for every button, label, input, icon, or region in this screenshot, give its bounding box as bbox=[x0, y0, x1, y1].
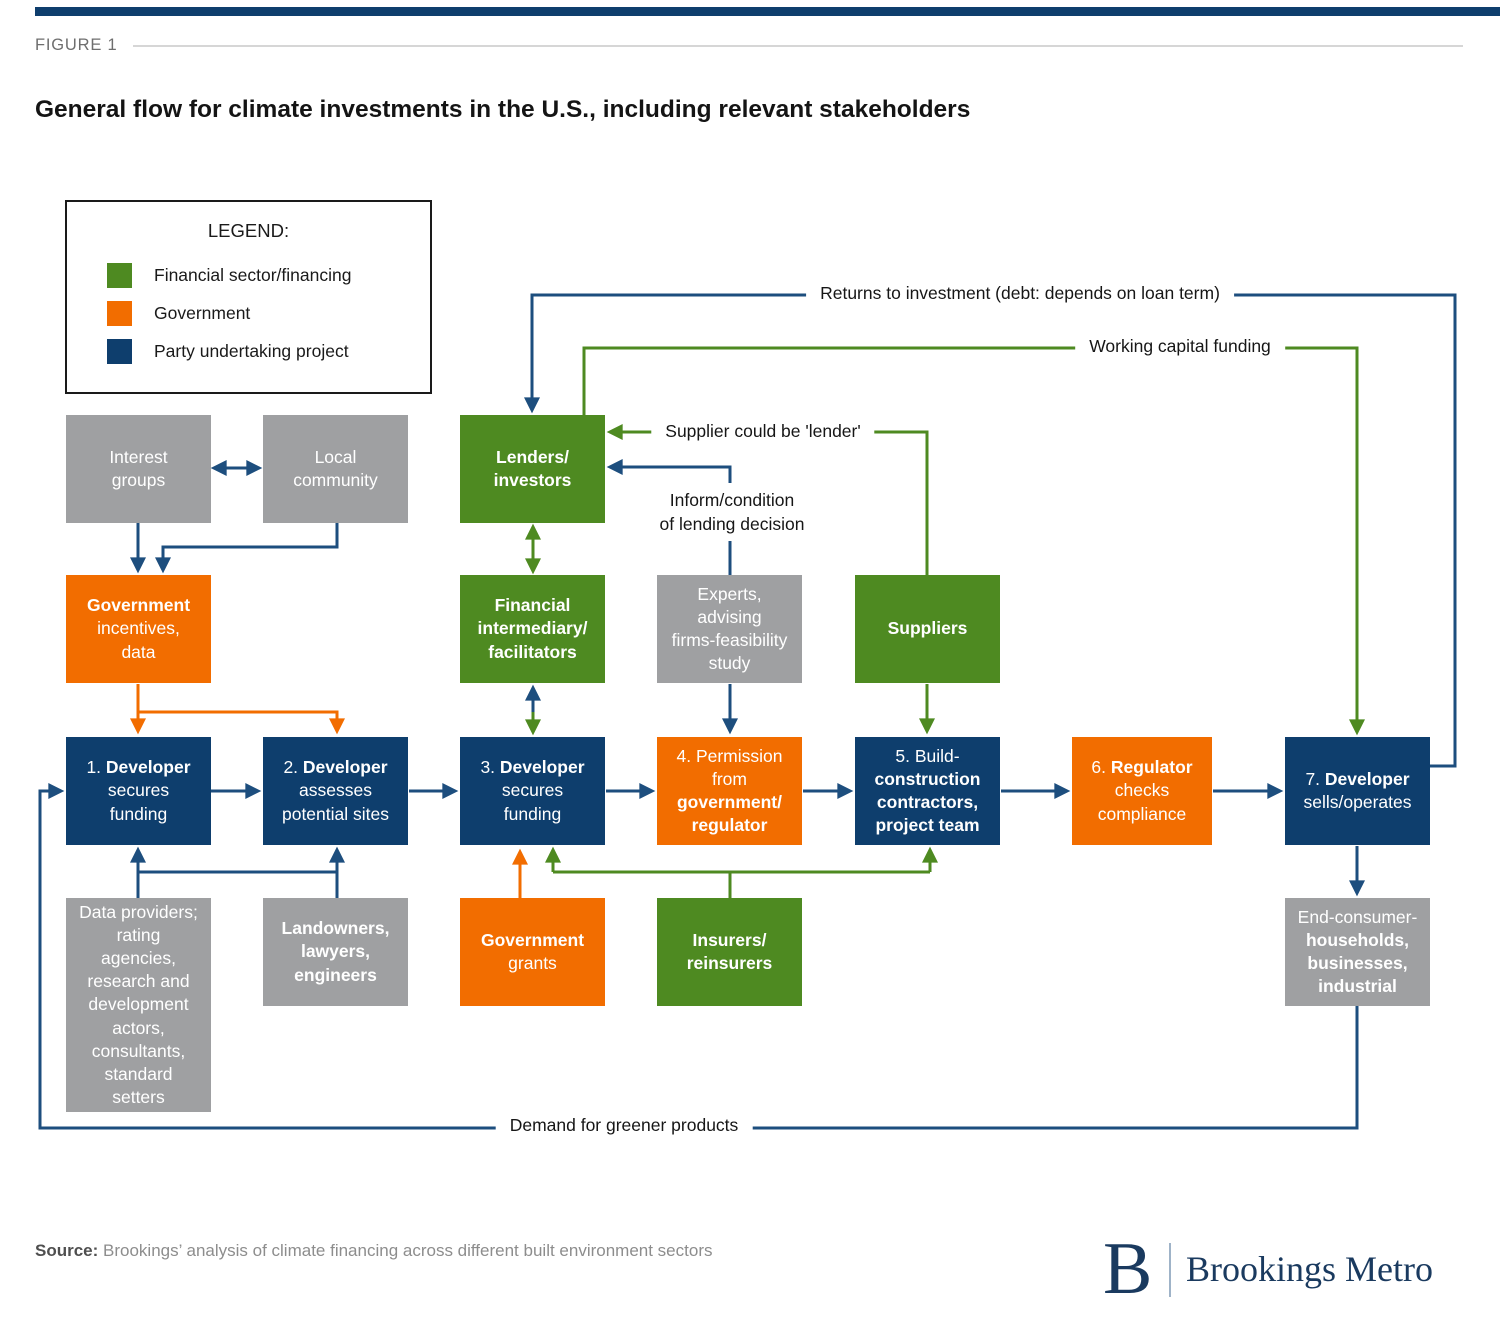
legend-label-financial: Financial sector/financing bbox=[154, 264, 352, 285]
legend-item-party: Party undertaking project bbox=[107, 338, 349, 364]
node-landowners-lawyers-engineers: Landowners, lawyers, engineers bbox=[263, 898, 408, 1006]
node-step6-regulator-compliance: 6. Regulator checks compliance bbox=[1072, 737, 1212, 845]
brookings-logo-icon: B bbox=[1103, 1228, 1153, 1310]
label-inform-condition: Inform/condition of lending decision bbox=[649, 489, 815, 537]
node-step1-developer-secures-funding: 1. Developer secures funding bbox=[66, 737, 211, 845]
node-step5-build-contractors: 5. Build- construction contractors, proj… bbox=[855, 737, 1000, 845]
label-working-capital-funding: Working capital funding bbox=[1075, 333, 1285, 360]
node-end-consumer: End-consumer- households, businesses, in… bbox=[1285, 898, 1430, 1006]
legend-box: LEGEND: Financial sector/financing Gover… bbox=[65, 200, 432, 394]
node-interest-groups: Interest groups bbox=[66, 415, 211, 523]
legend-swatch-party bbox=[107, 338, 132, 364]
legend-item-government: Government bbox=[107, 300, 250, 326]
legend-swatch-financial bbox=[107, 262, 132, 288]
label-demand-greener-products: Demand for greener products bbox=[495, 1112, 753, 1139]
node-experts-advisors: Experts, advising firms-feasibility stud… bbox=[657, 575, 802, 683]
node-government-incentives: Government incentives, data bbox=[66, 575, 211, 683]
legend-label-party: Party undertaking project bbox=[154, 340, 349, 361]
source-text: Brookings’ analysis of climate financing… bbox=[98, 1241, 713, 1260]
node-local-community: Local community bbox=[263, 415, 408, 523]
legend-item-financial: Financial sector/financing bbox=[107, 262, 351, 288]
node-step4-permission-government: 4. Permission from government/ regulator bbox=[657, 737, 802, 845]
page-title: General flow for climate investments in … bbox=[35, 96, 971, 123]
legend-heading: LEGEND: bbox=[207, 220, 290, 241]
node-step3-developer-secures-funding: 3. Developer secures funding bbox=[460, 737, 605, 845]
node-insurers-reinsurers: Insurers/ reinsurers bbox=[657, 898, 802, 1006]
brookings-metro-wordmark: Brookings Metro bbox=[1186, 1249, 1433, 1289]
label-supplier-could-be-lender: Supplier could be 'lender' bbox=[651, 418, 875, 445]
node-lenders-investors: Lenders/ investors bbox=[460, 415, 605, 523]
label-returns-to-investment: Returns to investment (debt: depends on … bbox=[806, 280, 1234, 307]
top-accent-bar bbox=[35, 7, 1500, 16]
source-note: Source: Brookings’ analysis of climate f… bbox=[35, 1241, 712, 1261]
logo-divider bbox=[1169, 1243, 1171, 1297]
node-government-grants: Government grants bbox=[460, 898, 605, 1006]
figure-label: FIGURE 1 bbox=[35, 36, 118, 54]
legend-label-government: Government bbox=[154, 302, 251, 323]
node-step7-developer-sells-operates: 7. Developer sells/operates bbox=[1285, 737, 1430, 845]
source-prefix: Source: bbox=[35, 1241, 99, 1260]
legend-swatch-government bbox=[107, 300, 132, 326]
node-data-providers: Data providers; rating agencies, researc… bbox=[66, 898, 211, 1112]
node-step2-developer-assesses-sites: 2. Developer assesses potential sites bbox=[263, 737, 408, 845]
figure-rule bbox=[133, 45, 1463, 47]
node-financial-intermediary: Financial intermediary/ facilitators bbox=[460, 575, 605, 683]
node-suppliers: Suppliers bbox=[855, 575, 1000, 683]
